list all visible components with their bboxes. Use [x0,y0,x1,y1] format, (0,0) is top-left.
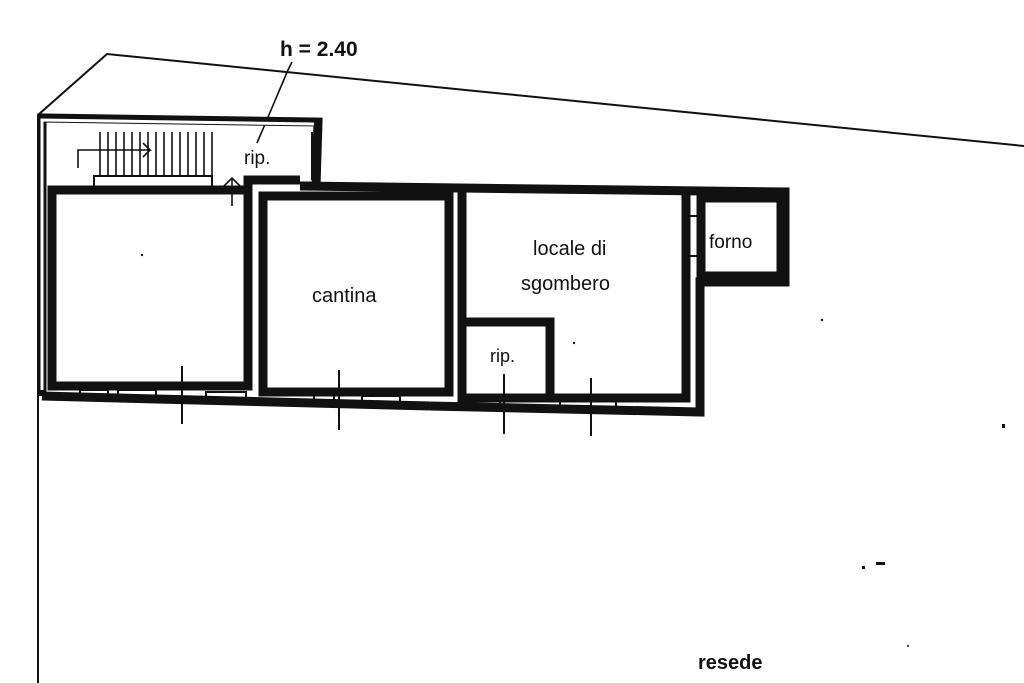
property-boundary [37,52,1024,683]
scan-specks [140,253,1005,647]
room-label-ripostiglio-small: rip. [490,346,515,366]
room-label-locale-line2: sgombero [521,273,610,295]
height-leader-line [256,61,293,144]
outdoor-label-resede: resede [698,652,763,674]
room-label-forno: forno [709,232,752,253]
windows [79,215,701,411]
building-walls [37,113,790,417]
room-label-cantina: cantina [312,285,377,307]
ceiling-height-label: h = 2.40 [280,38,358,61]
staircase [77,132,241,206]
interior-walls [47,132,786,403]
section-markers [181,366,592,436]
room-label-ripostiglio-top: rip. [244,148,270,169]
room-label-locale-line1: locale di [533,238,606,260]
